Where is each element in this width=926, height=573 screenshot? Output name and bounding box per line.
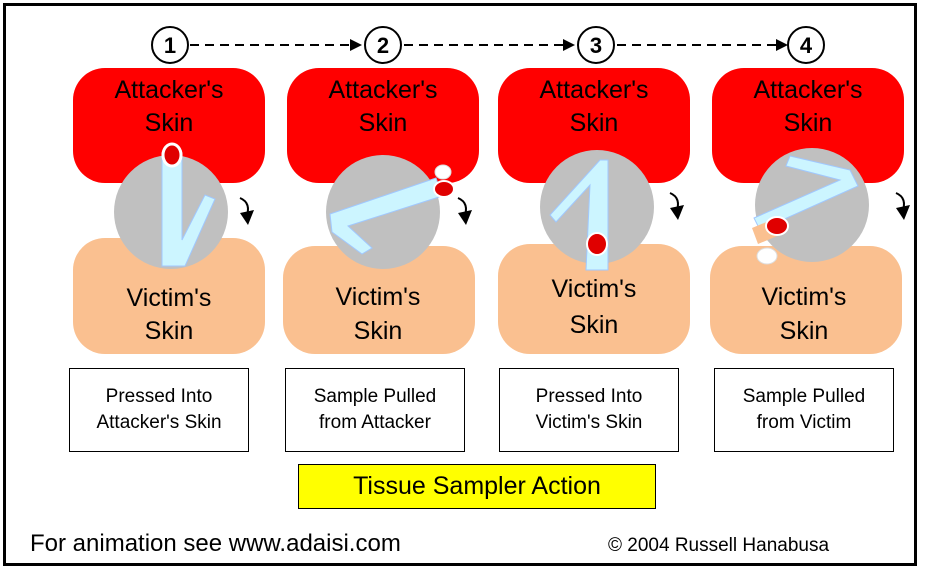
- skin-fragment: [756, 247, 778, 265]
- step-2-caption: Sample Pulled from Attacker: [285, 368, 465, 452]
- attacker-skin-label: Attacker's: [115, 76, 224, 104]
- copyright-notice: © 2004 Russell Hanabusa: [608, 535, 830, 556]
- attacker-skin-label: Skin: [359, 109, 408, 137]
- tissue-sample: [433, 180, 455, 198]
- step-number: 1: [164, 33, 176, 58]
- victim-skin-label: Victim's: [127, 284, 212, 312]
- victim-skin-label: Victim's: [336, 283, 421, 311]
- caption-line: Victim's Skin: [535, 412, 643, 433]
- step-number: 2: [377, 33, 389, 58]
- step-number-badge: [577, 26, 615, 64]
- rotation-arrow-head: [458, 210, 472, 225]
- caption-line: Sample Pulled: [742, 386, 866, 407]
- victim-skin-label: Victim's: [762, 283, 847, 311]
- skin-fragment: [434, 164, 452, 180]
- diagram-title: Tissue Sampler Action: [298, 464, 656, 509]
- step-3-caption: Pressed Into Victim's Skin: [499, 368, 679, 452]
- step-number-badge: [787, 26, 825, 64]
- caption-line: Pressed Into: [535, 386, 643, 407]
- tissue-sample: [586, 232, 608, 256]
- victim-skin: [283, 246, 475, 354]
- rotation-arrow-head: [896, 205, 910, 220]
- victim-skin-label: Skin: [145, 317, 194, 345]
- attacker-skin-label: Attacker's: [754, 76, 863, 104]
- sampler-needle: [329, 177, 443, 255]
- step-4: 4 Attacker's Skin Victim's Skin: [710, 26, 910, 354]
- step-number-badge: [151, 26, 189, 64]
- caption-line: from Attacker: [319, 412, 431, 433]
- victim-skin-label: Skin: [354, 317, 403, 345]
- victim-skin-label: Skin: [570, 311, 619, 339]
- victim-skin-label: Victim's: [552, 275, 637, 303]
- tissue-sample: [765, 216, 789, 236]
- attacker-skin-label: Skin: [570, 109, 619, 137]
- rotation-arrow-head: [240, 210, 254, 225]
- attacker-skin-label: Skin: [145, 109, 194, 137]
- step-3: 3 Attacker's Skin Victim's Skin: [498, 26, 690, 354]
- caption-line: from Victim: [756, 412, 852, 433]
- victim-skin-label: Skin: [780, 317, 829, 345]
- victim-skin: [710, 246, 902, 354]
- sampler-needle: [161, 152, 216, 267]
- tissue-sample: [161, 142, 183, 168]
- caption-line: Pressed Into: [105, 386, 213, 407]
- attacker-skin: [712, 68, 904, 183]
- caption-line: Sample Pulled: [313, 386, 437, 407]
- attacker-skin: [498, 68, 690, 183]
- animation-link-text: For animation see www.adaisi.com: [30, 530, 401, 557]
- attacker-skin-label: Skin: [784, 109, 833, 137]
- step-1: 1 Attacker's Skin Victim's Skin: [73, 26, 265, 354]
- step-number-badge: [364, 26, 402, 64]
- attacker-skin: [73, 68, 265, 183]
- victim-skin: [73, 238, 265, 354]
- victim-skin: [498, 244, 690, 354]
- step-2: 2 Attacker's Skin Victim's Skin: [283, 26, 479, 354]
- attacker-skin-label: Attacker's: [540, 76, 649, 104]
- rotation-arrow-head: [670, 205, 684, 220]
- sampler-needle: [753, 155, 859, 231]
- attacker-skin: [287, 68, 479, 183]
- step-1-caption: Pressed Into Attacker's Skin: [69, 368, 249, 452]
- attacker-skin-label: Attacker's: [329, 76, 438, 104]
- step-number: 4: [800, 33, 813, 58]
- step-number: 3: [590, 33, 602, 58]
- caption-line: Attacker's Skin: [96, 412, 222, 433]
- step-4-caption: Sample Pulled from Victim: [714, 368, 894, 452]
